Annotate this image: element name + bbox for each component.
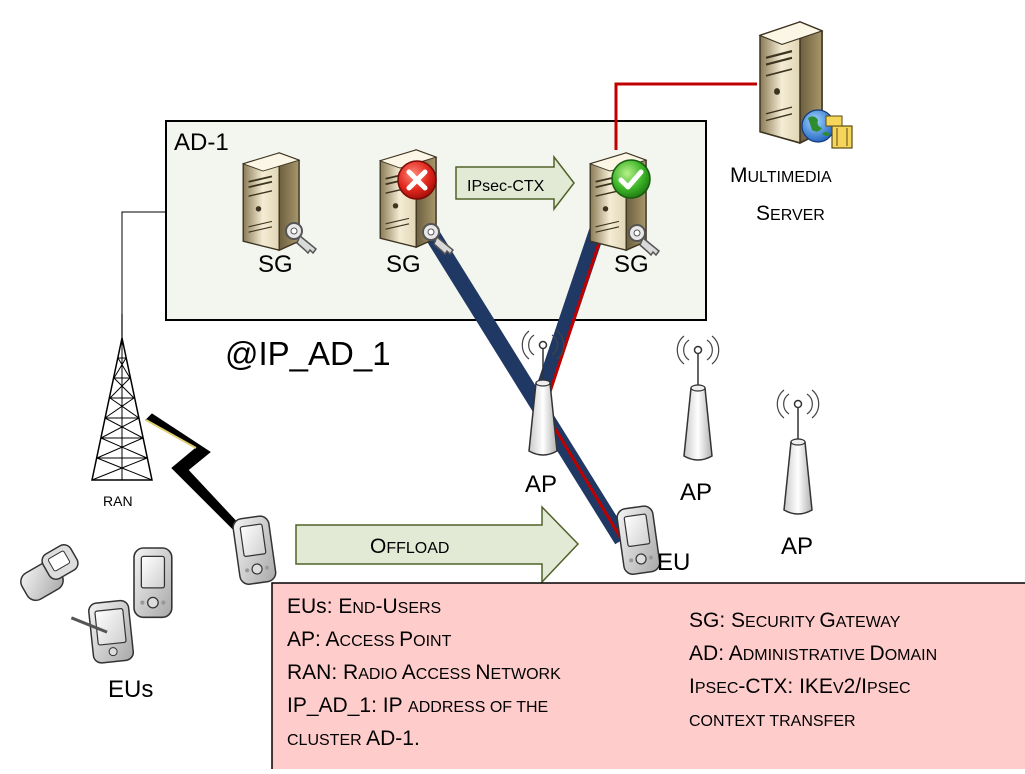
legend-right-row-0: SG: SECURITY GATEWAY bbox=[689, 609, 901, 632]
legend-left-row-0: EUs: END-USERS bbox=[287, 595, 441, 618]
eus-label: EUs bbox=[108, 676, 153, 703]
eu-label: EU bbox=[657, 549, 690, 576]
legend-left-row-3: IP_AD_1: IP ADDRESS OF THE bbox=[287, 694, 548, 717]
ap-label-2: AP bbox=[680, 479, 712, 506]
ran-label: RAN bbox=[103, 493, 133, 509]
legend-box bbox=[271, 582, 1025, 774]
film-reel-icon bbox=[825, 115, 853, 149]
wireless-link-bolt bbox=[145, 413, 247, 537]
multimedia-server-label-line2: SERVER bbox=[756, 202, 825, 225]
offload-arrow: OFFLOAD bbox=[295, 505, 580, 584]
ipsec-ctx-label: IPsec-CTX bbox=[467, 178, 545, 195]
ap-label-3: AP bbox=[781, 533, 813, 560]
legend-left-row-1: AP: ACCESS POINT bbox=[287, 628, 452, 651]
tablet-with-stylus-icon bbox=[70, 599, 135, 664]
multimedia-server-label-line1: MULTIMEDIA bbox=[730, 164, 832, 187]
legend-right-row-2: IPSEC-CTX: IKEV2/IPSEC bbox=[689, 675, 911, 698]
flip-phone-icon bbox=[20, 544, 79, 602]
access-point-2 bbox=[676, 335, 720, 461]
access-point-3 bbox=[776, 389, 820, 515]
admin-domain-ip-label: @IP_AD_1 bbox=[225, 335, 391, 372]
sg-label-3: SG bbox=[614, 251, 649, 278]
legend-left-row-4: CLUSTER AD-1. bbox=[287, 727, 420, 750]
legend-right-row-3: CONTEXT TRANSFER bbox=[689, 713, 856, 730]
media-link bbox=[614, 82, 757, 150]
admin-domain-label: AD-1 bbox=[174, 129, 229, 156]
legend-left-row-2: RAN: RADIO ACCESS NETWORK bbox=[287, 661, 561, 684]
mobile-device-eus-1 bbox=[133, 547, 173, 619]
legend-left-column: EUs: END-USERS AP: ACCESS POINT RAN: RADIO… bbox=[287, 595, 561, 750]
legend-right-row-1: AD: ADMINISTRATIVE DOMAIN bbox=[689, 642, 937, 665]
ran-tower bbox=[91, 314, 153, 481]
security-gateway-3 bbox=[589, 152, 660, 256]
red-x-icon bbox=[397, 160, 437, 200]
sg-label-2: SG bbox=[386, 251, 421, 278]
tunnel-new-sg bbox=[532, 225, 606, 403]
mobile-device-ran bbox=[231, 514, 278, 587]
mobile-device-eu bbox=[615, 504, 662, 577]
legend-right-column: SG: SECURITY GATEWAY AD: ADMINISTRATIVE D… bbox=[689, 609, 937, 730]
ipsec-ctx-transfer-arrow: IPsec-CTX bbox=[455, 154, 575, 212]
ran-backhaul-link bbox=[121, 211, 166, 322]
sg-label-1: SG bbox=[258, 251, 293, 278]
offload-label: OFFLOAD bbox=[370, 535, 449, 558]
ap-label-1: AP bbox=[525, 471, 557, 498]
multimedia-server bbox=[758, 20, 853, 149]
security-gateway-2 bbox=[379, 149, 454, 255]
green-check-icon bbox=[611, 159, 651, 199]
